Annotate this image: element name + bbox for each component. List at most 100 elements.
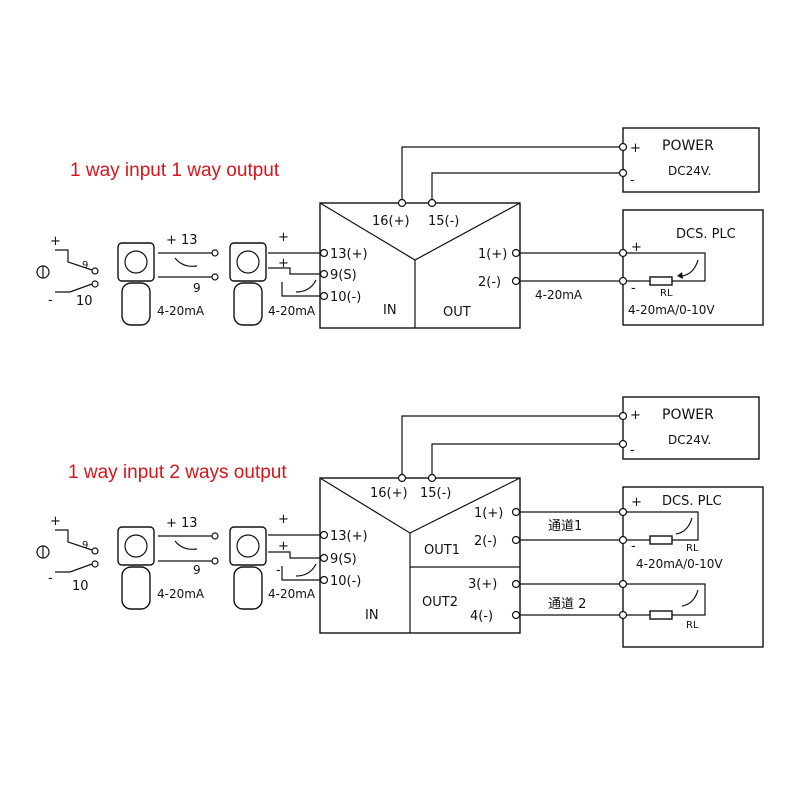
tw-signal-label: 4-20mA (157, 304, 205, 318)
terminal-10 (319, 291, 329, 301)
dcs-ch2-plus-terminal (618, 579, 628, 589)
thw-loop-arrow-icon (295, 279, 317, 293)
terminal-3 (511, 579, 521, 589)
channel-2-label: 通道 2 (548, 597, 586, 612)
resistor-icon (649, 276, 673, 286)
source-plus: + (50, 234, 61, 249)
transmitter-dial (124, 250, 148, 274)
dcs-minus: - (631, 281, 636, 296)
terminal-2-label: 2(-) (478, 275, 501, 290)
transmitter-body (121, 566, 151, 610)
terminal-1 (511, 248, 521, 258)
dcs-range: 4-20mA/0-10V (628, 303, 715, 317)
power-label: POWER (662, 407, 714, 423)
terminal-15 (427, 473, 437, 483)
terminal-13 (319, 248, 329, 258)
power-minus-wire (431, 172, 619, 200)
dcs-plc-box (622, 209, 764, 326)
two-wire-transmitter: + 13 9 4-20mA (117, 233, 219, 326)
terminal-3-label: 3(+) (468, 577, 497, 592)
channel-1-label: 通道1 (548, 519, 582, 534)
power-voltage: DC24V. (668, 164, 711, 178)
rl2-label: RL (686, 620, 699, 631)
terminal-2 (511, 276, 521, 286)
thw-plus: + (278, 512, 289, 527)
tw-signal-label: 4-20mA (157, 587, 205, 601)
diagram-1: 1 way input 1 way output POWER DC24V. + … (36, 127, 764, 329)
source-wire-9 (55, 249, 93, 271)
loop-arrow-head (677, 272, 683, 279)
power-voltage: DC24V. (668, 433, 711, 447)
dcs-loop-wire (627, 252, 706, 282)
dcs-label: DCS. PLC (662, 494, 722, 509)
terminal-15 (427, 198, 437, 208)
terminal-9s (319, 553, 329, 563)
current-source: + - 9 10 (36, 514, 99, 594)
dcs-minus: - (631, 539, 636, 554)
thw-signal-label: 4-20mA (268, 587, 316, 601)
in-section-label: IN (365, 608, 379, 623)
dcs-ch1-minus-terminal (618, 535, 628, 545)
dcs-range: 4-20mA/0-10V (636, 557, 723, 571)
power-plus-terminal (618, 142, 628, 152)
transmitter-body (121, 282, 151, 326)
loop-arrow-icon (681, 589, 699, 607)
dcs-plus: + (631, 495, 642, 510)
dcs-plus-terminal (618, 248, 628, 258)
rl-label: RL (660, 288, 673, 299)
resistor-icon (649, 535, 673, 545)
tw-terminal-9 (211, 557, 219, 565)
terminal-1-label: 1(+) (474, 506, 503, 521)
transmitter-icon (117, 242, 155, 282)
rl-label: RL (686, 543, 699, 554)
transmitter-dial (236, 534, 260, 558)
power-supply-box (622, 396, 760, 460)
thw-plus-2: + (278, 539, 289, 554)
terminal-16 (397, 473, 407, 483)
terminal-10-label: 10(-) (330, 290, 361, 305)
tw-plus-13: + 13 (166, 233, 198, 248)
transmitter-body (233, 566, 263, 610)
power-supply-box (622, 127, 760, 193)
power-plus: + (630, 408, 641, 423)
current-source: + - 9 10 (36, 234, 99, 309)
out1-section-label: OUT1 (424, 543, 460, 558)
tw-loop-arrow-icon (174, 540, 198, 550)
three-wire-transmitter: + + 4-20mA (229, 230, 320, 326)
tw-loop-arrow-icon (174, 257, 198, 267)
tw-plus-13: + 13 (166, 516, 198, 531)
source-wire-10 (55, 563, 93, 573)
dcs-plc-box (622, 486, 764, 648)
thw-wire-10 (281, 566, 320, 581)
source-terminal-10 (91, 280, 99, 288)
power-minus: - (630, 173, 635, 188)
power-plus-wire (401, 415, 619, 476)
power-plus: + (630, 141, 641, 156)
terminal-1-label: 1(+) (478, 247, 507, 262)
source-plus: + (50, 514, 61, 529)
thw-signal-label: 4-20mA (268, 304, 316, 318)
transmitter-icon (229, 526, 267, 566)
out2-section-label: OUT2 (422, 595, 458, 610)
terminal-15-label: 15(-) (428, 214, 459, 229)
loop-arrow-icon (681, 259, 699, 277)
source-minus: - (48, 571, 53, 586)
source-9-label: 9 (82, 260, 88, 271)
power-plus-wire (401, 146, 619, 200)
power-plus-terminal (618, 411, 628, 421)
terminal-2-label: 2(-) (474, 534, 497, 549)
source-10-label: 10 (76, 294, 93, 309)
terminal-2 (511, 535, 521, 545)
terminal-9s (319, 269, 329, 279)
power-minus-terminal (618, 168, 628, 178)
tw-terminal-13 (211, 249, 219, 257)
dcs-label: DCS. PLC (676, 227, 736, 242)
tw-terminal-13 (211, 532, 219, 540)
module-body (319, 202, 521, 329)
dcs-ch2-minus-terminal (618, 610, 628, 620)
terminal-9s-label: 9(S) (330, 552, 357, 567)
terminal-9s-label: 9(S) (330, 268, 357, 283)
tw-terminal-9 (211, 273, 219, 281)
source-minus: - (48, 293, 53, 308)
tw-9-label: 9 (193, 281, 201, 295)
